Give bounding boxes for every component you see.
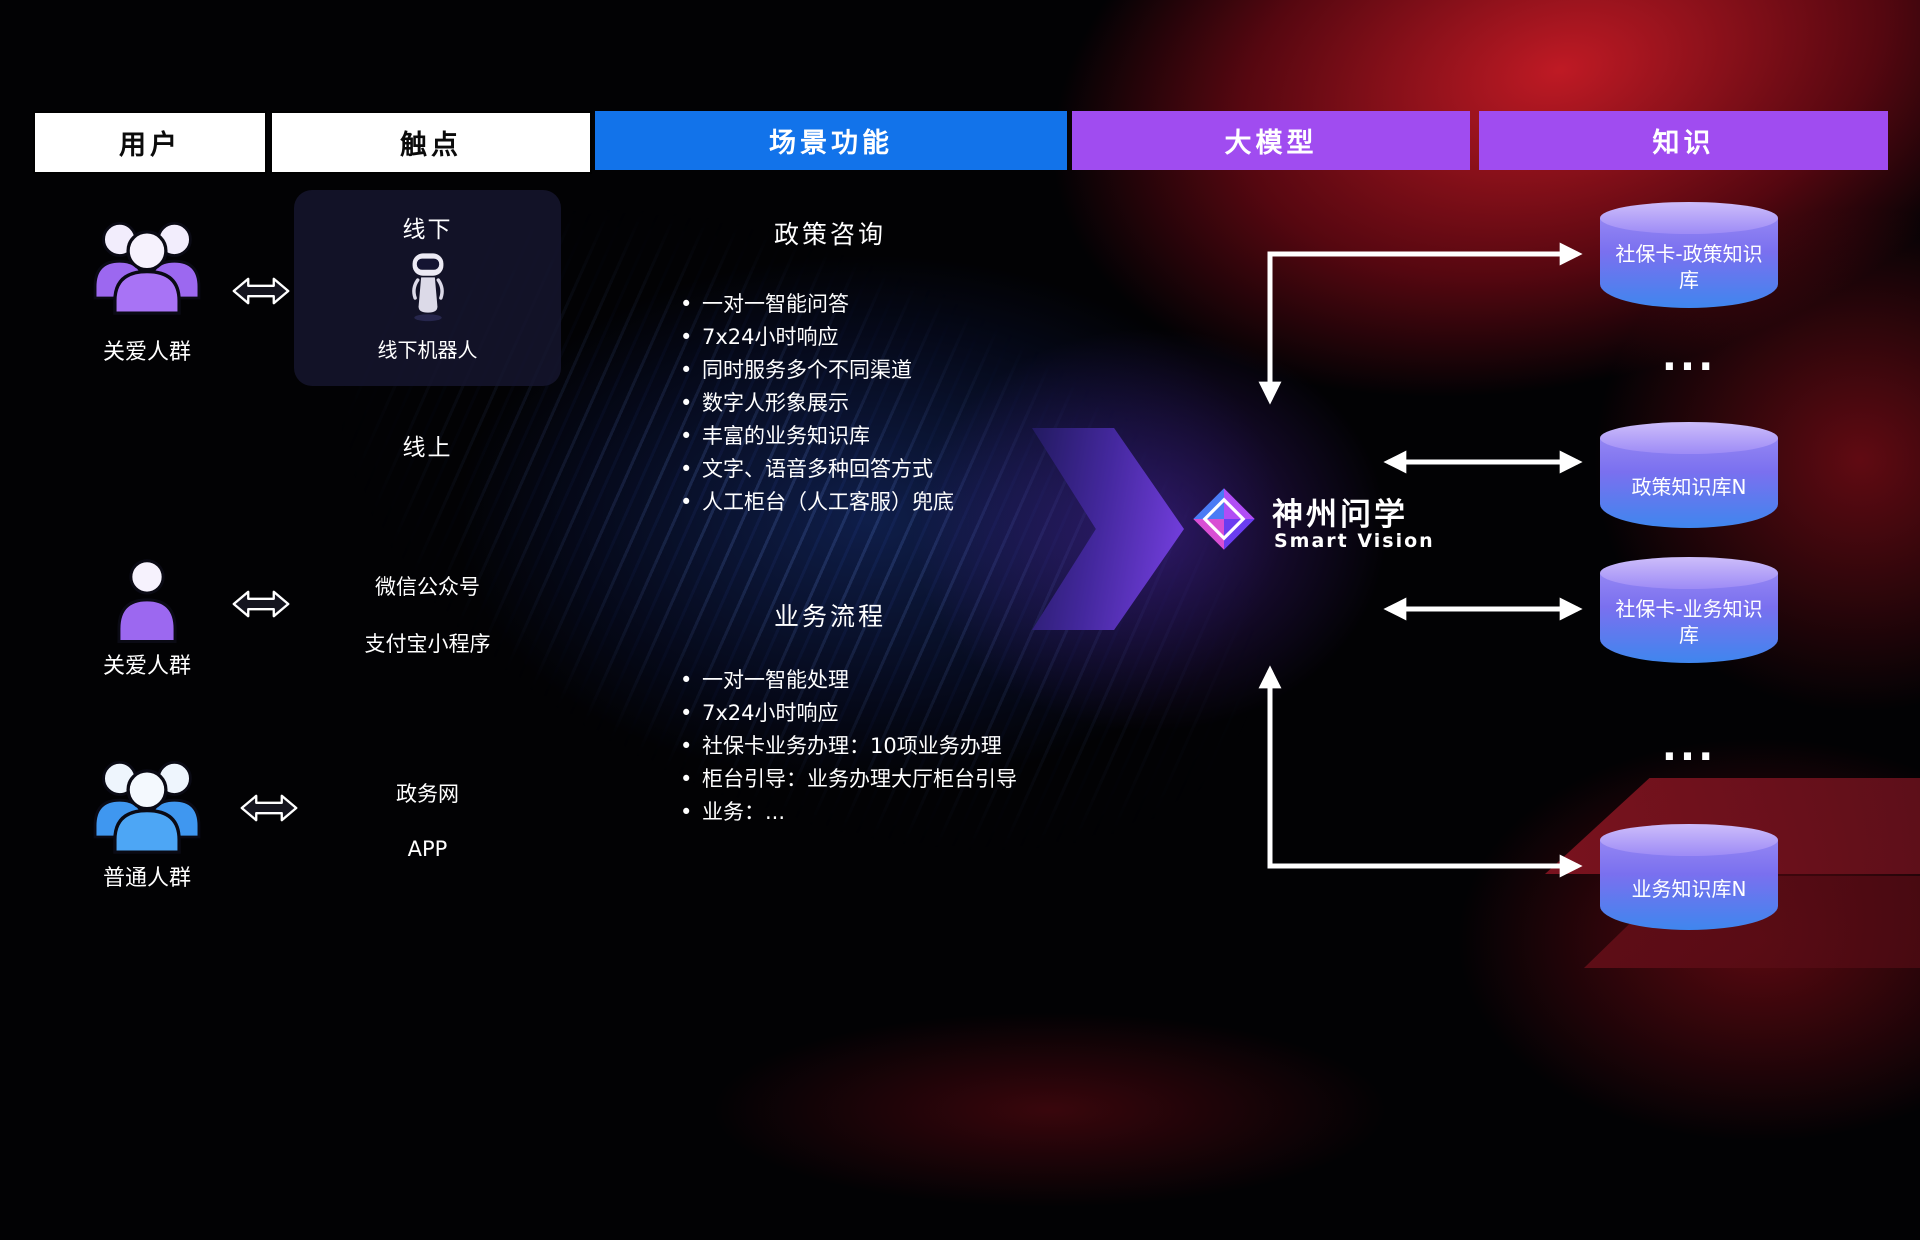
- group-people-blue-icon: [93, 760, 201, 854]
- user-label-ordinary-group: 普通人群: [102, 866, 191, 891]
- arrow-model-to-db4: [1258, 665, 1583, 878]
- online-title: 线上: [402, 435, 453, 461]
- knowledge-db-sscard-business: 社保卡-业务知识库: [1600, 557, 1778, 663]
- scenario-item: 一对一智能处理: [676, 664, 1017, 697]
- scenario-policy-consult-title: 政策咨询: [773, 220, 886, 249]
- cylinder-top: [1600, 824, 1778, 856]
- bidirectional-arrow-icon: [232, 277, 290, 305]
- channel-government-web: 政务网: [396, 782, 459, 806]
- knowledge-db-label: 政策知识库N: [1631, 475, 1747, 499]
- offline-title: 线下: [402, 217, 453, 243]
- scenario-policy-consult-list: 一对一智能问答 7x24小时响应 同时服务多个不同渠道 数字人形象展示 丰富的业…: [676, 288, 954, 519]
- channel-alipay-miniprogram: 支付宝小程序: [364, 632, 491, 656]
- scenario-business-process-title: 业务流程: [773, 602, 886, 631]
- knowledge-db-policy-n: 政策知识库N: [1600, 422, 1778, 528]
- scenario-item: 同时服务多个不同渠道: [676, 354, 954, 387]
- brand-diamond-logo-icon: [1193, 488, 1255, 550]
- bidirectional-arrow-icon: [240, 794, 298, 822]
- robot-icon: [412, 253, 444, 322]
- knowledge-db-business-n: 业务知识库N: [1600, 824, 1778, 930]
- ellipsis-more-business-dbs: ...: [1661, 724, 1717, 770]
- cylinder-top: [1600, 557, 1778, 589]
- user-label-care-group-1: 关爱人群: [102, 340, 191, 365]
- scenario-item: 一对一智能问答: [676, 288, 954, 321]
- ellipsis-more-policy-dbs: ...: [1661, 334, 1717, 380]
- knowledge-db-sscard-policy: 社保卡-政策知识库: [1600, 202, 1778, 308]
- column-header-users: 用户: [33, 111, 267, 174]
- brand-subtitle: Smart Vision: [1274, 530, 1435, 552]
- knowledge-db-label: 业务知识库N: [1631, 877, 1747, 901]
- scenario-item: 人工柜台（人工客服）兜底: [676, 486, 954, 519]
- knowledge-db-label: 社保卡-业务知识库: [1615, 597, 1763, 647]
- scenario-item: 7x24小时响应: [676, 321, 954, 354]
- scenario-business-process-list: 一对一智能处理 7x24小时响应 社保卡业务办理：10项业务办理 柜台引导：业务…: [676, 664, 1017, 829]
- user-label-care-group-2: 关爱人群: [102, 654, 191, 679]
- column-header-knowledge: 知识: [1479, 111, 1888, 170]
- arrow-model-to-db1: [1258, 242, 1583, 405]
- channel-app: APP: [407, 837, 448, 861]
- bidirectional-arrow-icon: [232, 590, 290, 618]
- brand-name: 神州问学: [1272, 497, 1408, 533]
- scenario-item: 柜台引导：业务办理大厅柜台引导: [676, 763, 1017, 796]
- scenario-item: 社保卡业务办理：10项业务办理: [676, 730, 1017, 763]
- knowledge-db-label: 社保卡-政策知识库: [1615, 242, 1763, 292]
- cylinder-top: [1600, 202, 1778, 234]
- scenario-item: 数字人形象展示: [676, 387, 954, 420]
- scenario-item: 丰富的业务知识库: [676, 420, 954, 453]
- channel-wechat-official-account: 微信公众号: [375, 575, 480, 599]
- offline-robot-label: 线下机器人: [377, 338, 478, 362]
- bg-red-glow-bottom-edge: [600, 980, 1500, 1240]
- scenario-item: 业务：...: [676, 796, 1017, 829]
- column-header-large-model: 大模型: [1072, 111, 1470, 170]
- scenario-item: 文字、语音多种回答方式: [676, 453, 954, 486]
- group-people-purple-icon: [93, 221, 201, 315]
- cylinder-top: [1600, 422, 1778, 454]
- column-header-scenario-functions: 场景功能: [595, 111, 1067, 170]
- column-header-touchpoints: 触点: [270, 111, 592, 174]
- flow-arrow-right: [1032, 428, 1184, 630]
- scenario-item: 7x24小时响应: [676, 697, 1017, 730]
- person-purple-icon: [117, 559, 177, 643]
